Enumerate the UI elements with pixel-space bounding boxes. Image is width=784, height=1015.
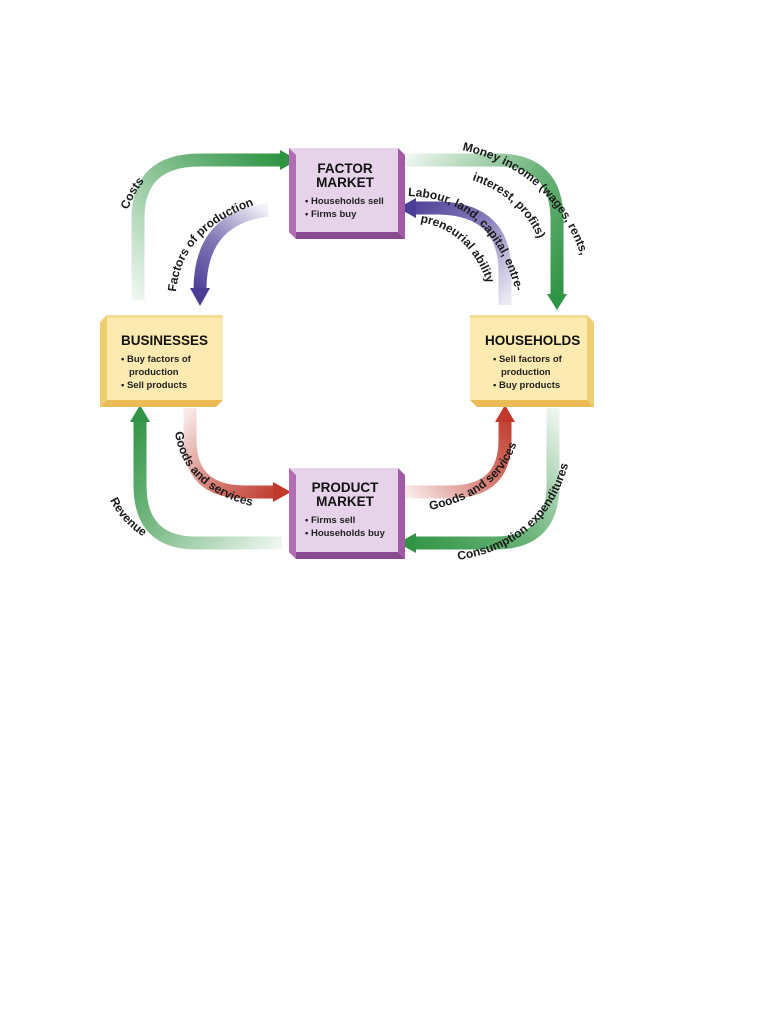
- businesses-item-3: • Sell products: [121, 380, 187, 391]
- businesses-box: BUSINESSES • Buy factors of production •…: [100, 315, 223, 407]
- businesses-item-2: production: [129, 367, 179, 378]
- businesses-item-1: • Buy factors of: [121, 354, 192, 365]
- households-item-1: • Sell factors of: [493, 354, 563, 365]
- revenue-arrowhead: [130, 405, 150, 422]
- factor-market-item-2: • Firms buy: [305, 209, 357, 220]
- product-market-title-line2: MARKET: [316, 494, 374, 509]
- goods-services-left-arrowhead: [273, 482, 291, 502]
- goods-services-left-arrow: [183, 408, 291, 502]
- businesses-title: BUSINESSES: [121, 333, 208, 348]
- money-income-label-line1: Money income (wages, rents,: [461, 139, 591, 256]
- goods-services-left-label: Goods and services: [172, 430, 255, 509]
- product-market-item-1: • Firms sell: [305, 515, 355, 526]
- goods-services-right-label: Goods and services: [428, 440, 520, 513]
- product-market-box: PRODUCT MARKET • Firms sell • Households…: [289, 468, 405, 559]
- money-income-arrowhead: [547, 294, 567, 310]
- product-market-item-2: • Households buy: [305, 528, 386, 539]
- money-income-arrow: [405, 153, 567, 310]
- factor-market-title-line2: MARKET: [316, 175, 374, 190]
- consumption-arrowhead: [398, 533, 416, 553]
- goods-services-right-arrow: [405, 405, 515, 499]
- households-box: HOUSEHOLDS • Sell factors of production …: [470, 315, 594, 407]
- factors-of-production-arrowhead: [190, 288, 210, 306]
- labour-land-arrow: [398, 198, 512, 305]
- factor-market-title-line1: FACTOR: [317, 161, 373, 176]
- factor-market-item-1: • Households sell: [305, 196, 384, 207]
- product-market-title-line1: PRODUCT: [312, 480, 380, 495]
- factor-market-box: FACTOR MARKET • Households sell • Firms …: [289, 148, 405, 239]
- revenue-arrow: [130, 405, 282, 550]
- consumption-arrow: [398, 408, 560, 553]
- factors-of-production-arrow: [190, 203, 269, 306]
- households-item-3: • Buy products: [493, 380, 560, 391]
- labour-land-arrowhead: [398, 198, 416, 218]
- households-item-2: production: [501, 367, 551, 378]
- households-title: HOUSEHOLDS: [485, 333, 580, 348]
- goods-services-right-arrowhead: [495, 405, 515, 422]
